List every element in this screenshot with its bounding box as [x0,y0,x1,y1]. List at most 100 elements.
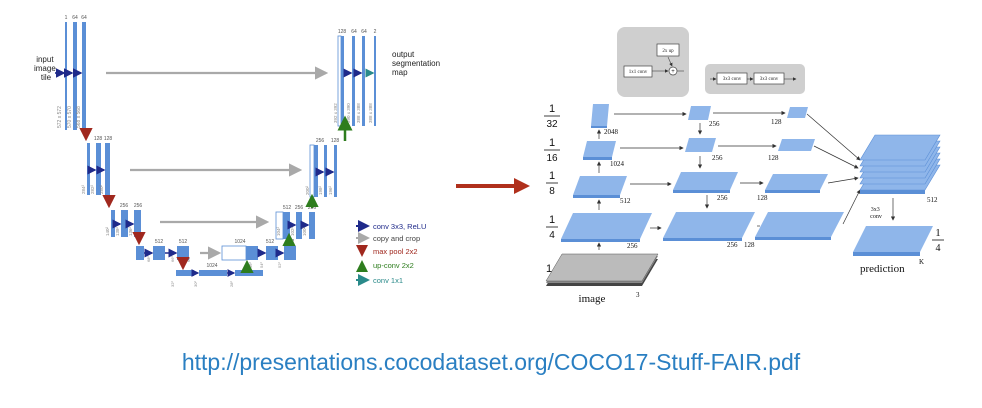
fpn-p256-16: 256 [712,154,723,162]
unet-ch-u4-1: 512 [266,239,275,245]
unet-dim-u3-0: 104² [276,226,281,236]
unet-dim-u4-2: 52² [277,262,282,268]
unet-level3-blocks [111,210,141,237]
unet-dim-l1-1: 570 x 570 [67,106,73,128]
fpn-diagram: 2x up 1x1 conv + 3x3 conv 3x3 conv 1 32 … [544,27,944,305]
unet-bottom-blocks [176,269,263,277]
unet-ch-u1-0: 128 [338,29,347,35]
unet-dim-l4-2: 64² [186,256,191,262]
unet-dim-l2-1: 282² [90,184,95,194]
fpn-image-label: image [579,293,606,305]
unet-dim-u2-2: 196² [328,185,333,195]
unet-up4-blocks [221,245,296,261]
unet-dim-l4-1: 66² [170,256,175,262]
unet-dim-l2-2: 280² [99,184,104,194]
fpn-prediction-block [853,226,933,256]
legend-upconv-label: up-conv 2x2 [373,261,414,270]
svg-text:8: 8 [549,186,555,197]
legend-conv1x1-label: conv 1x1 [373,276,403,285]
fpn-backbone-column [561,104,652,250]
fpn-p128-8: 128 [757,194,768,202]
fpn-p256-4: 256 [727,241,738,249]
unet-level2-blocks [87,143,110,195]
unet-up1-blocks [337,35,376,127]
unet-dim-l1-2: 568 x 568 [76,106,82,128]
fpn-p128-32: 128 [771,118,782,126]
fpn-ch-256a: 256 [627,242,638,250]
unet-dim-u1-3: 388 x 388 [368,103,373,123]
fpn-inset-conv-label: 1x1 conv [629,70,648,75]
fpn-ch-2048: 2048 [604,128,619,136]
fpn-p256-8: 256 [717,194,728,202]
footer-url-link[interactable]: http://presentations.cocodataset.org/COC… [181,349,801,375]
unet-ch-u4-0: 1024 [234,239,245,245]
unet-dim-l1-0: 572 x 572 [57,106,63,128]
fpn-merge-channels: 512 [927,196,938,204]
unet-maxpool-arrows [79,128,190,271]
fpn-p128-16: 128 [768,154,779,162]
svg-text:1: 1 [549,170,555,182]
unet-ch-u2-1: 128 [331,138,340,144]
fpn-ch-512: 512 [620,197,631,205]
fpn-inset-merge [617,27,689,97]
svg-text:1: 1 [549,214,555,226]
unet-ch-u4-2: 512 [286,239,295,245]
unet-dim-u4-0: 56² [248,262,253,268]
svg-text:1: 1 [549,137,555,149]
legend-copy-label: copy and crop [373,234,420,243]
fpn-scale-labels: 1 32 1 16 1 8 1 4 1 [544,103,560,275]
unet-ch-bottom: 1024 [206,263,217,269]
fpn-inset-conv-b: 3x3 conv [760,77,779,82]
fpn-inset-upsample-label: 2x up [662,49,674,54]
legend-maxpool-label: max pool 2x2 [373,247,418,256]
unet-ch-l1-0: 1 [65,15,68,21]
unet-dim-u3-1: 102² [290,226,295,236]
svg-text:4: 4 [549,230,555,241]
unet-ch-l4-0: 512 [155,239,164,245]
unet-dim-u1-2: 388 x 388 [356,103,361,123]
legend-conv-label: conv 3x3, ReLU [373,222,426,231]
unet-ch-l3-1: 256 [134,203,143,209]
unet-ch-u1-2: 64 [361,29,367,35]
unet-dim-l3-1: 138² [115,226,120,236]
fpn-ch-1024: 1024 [610,160,625,168]
unet-ch-l2-1: 128 [104,136,113,142]
unet-dim-u1-1: 390 x 390 [346,103,351,123]
fpn-p256-32: 256 [709,120,720,128]
unet-level4-blocks [136,246,189,260]
fpn-merge-arrows [806,113,861,225]
unet-diagram: input image tile output segmentation map… [34,15,440,287]
unet-ch-u3-0: 512 [283,205,292,211]
unet-dim-u4-1: 54² [259,262,264,268]
svg-text:1: 1 [546,263,552,275]
unet-ch-l3-0: 256 [120,203,129,209]
fpn-merge-conv-label: 3x3 conv [870,207,882,220]
unet-dim-l4-0: 68² [146,256,151,262]
fpn-prediction-label: prediction [860,263,905,275]
fpn-inset-plus: + [671,69,675,75]
unet-dim-bottom-0: 32² [170,281,175,287]
unet-dim-u2-1: 198² [318,185,323,195]
fpn-prediction-k: K [919,258,924,266]
unet-copy-crop-arrows [106,66,329,260]
fpn-pred-scale-num: 1 [935,227,941,239]
svg-text:32: 32 [546,119,558,130]
fpn-merged-stack [859,134,941,194]
unet-dim-u2-0: 200² [305,185,310,195]
unet-dim-l3-2: 136² [128,226,133,236]
unet-dim-u3-2: 100² [302,226,307,236]
unet-ch-u1-3: 2 [374,29,377,35]
unet-level1-blocks [55,22,86,130]
unet-up3-blocks [275,211,315,240]
unet-dim-bottom-2: 28² [229,281,234,287]
unet-ch-l2-0: 128 [94,136,103,142]
unet-upconv-arrows [240,115,353,273]
svg-text:1: 1 [549,103,555,115]
unet-ch-l1-1: 64 [72,15,78,21]
unet-dim-l2-0: 284² [81,184,86,194]
unet-dim-bottom-1: 30² [193,281,198,287]
svg-text:16: 16 [546,153,558,164]
fpn-inset-conv-a: 3x3 conv [723,77,742,82]
unet-ch-u2-0: 256 [316,138,325,144]
